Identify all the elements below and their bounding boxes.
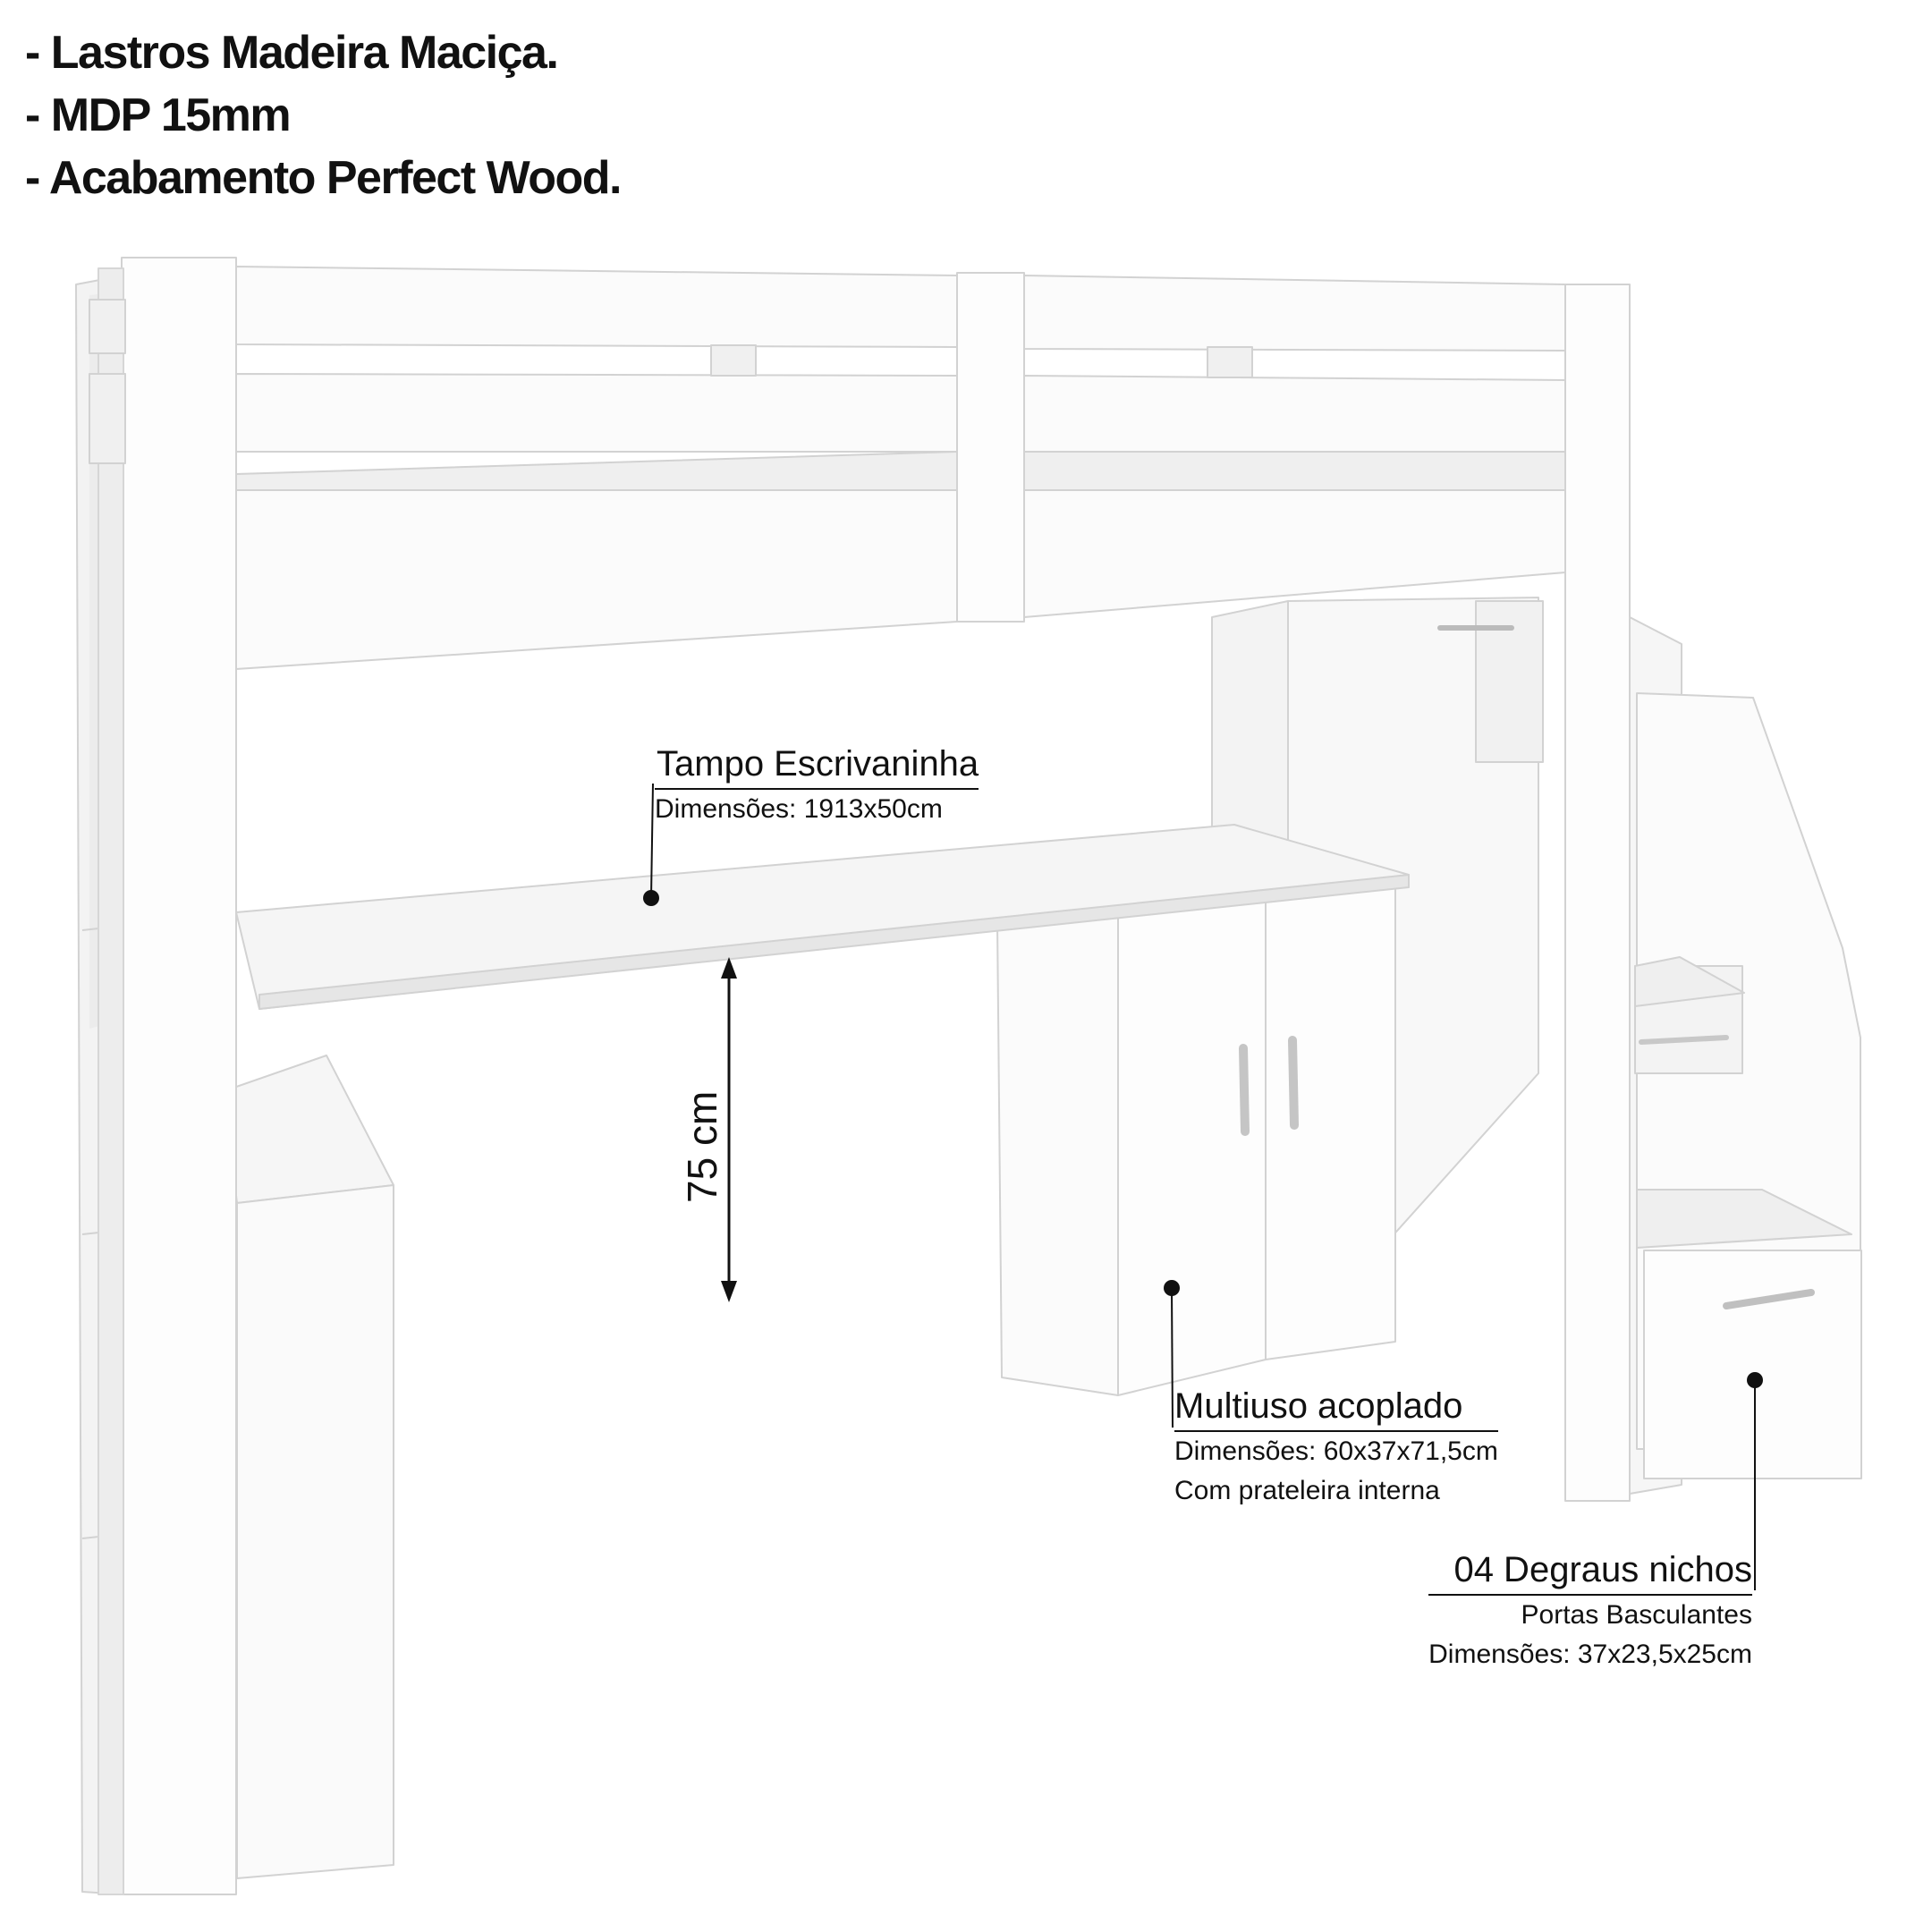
left-post	[121, 257, 237, 1895]
multiuso-callout-title: Multiuso acoplado	[1174, 1386, 1498, 1432]
multiuso-leader-line	[1171, 1287, 1174, 1428]
height-dimension-arrow	[721, 957, 737, 1302]
steps-callout: 04 Degraus nichos Portas Basculantes Dim…	[1428, 1550, 1752, 1674]
steps-callout-dot	[1747, 1372, 1763, 1388]
desk-callout: Tampo Escrivaninha Dimensões: 1913x50cm	[655, 744, 979, 829]
feature-list: - Lastros Madeira Maciça. - MDP 15mm - A…	[25, 21, 623, 209]
multiuso-callout: Multiuso acoplado Dimensões: 60x37x71,5c…	[1174, 1386, 1498, 1511]
desk-leader-line	[650, 783, 654, 899]
feature-item: - Lastros Madeira Maciça.	[25, 27, 559, 79]
step-drawer	[1643, 1250, 1862, 1479]
bed-frame-rail	[235, 489, 958, 670]
steps-callout-line: Dimensões: 37x23,5x25cm	[1428, 1640, 1752, 1669]
desk-height-label: 75 cm	[679, 1090, 725, 1203]
steps-callout-title: 04 Degraus nichos	[1428, 1550, 1752, 1596]
stair-steps	[1634, 956, 1862, 1479]
left-desk-support	[223, 1055, 394, 1879]
multiuso-callout-line: Dimensões: 60x37x71,5cm	[1174, 1436, 1498, 1466]
guard-rail	[235, 266, 1566, 491]
multiuso-callout-line: Com prateleira interna	[1174, 1476, 1440, 1505]
desk-callout-title: Tampo Escrivaninha	[655, 744, 979, 790]
desk-top	[235, 824, 1410, 1010]
feature-item: - Acabamento Perfect Wood.	[25, 152, 623, 204]
center-post	[956, 272, 1025, 623]
steps-callout-line: Portas Basculantes	[1521, 1600, 1752, 1630]
desk-callout-dot	[643, 890, 659, 906]
multiuso-cabinet	[996, 885, 1396, 1396]
desk-callout-line: Dimensões: 1913x50cm	[655, 794, 943, 824]
feature-item: - MDP 15mm	[25, 89, 292, 141]
right-post	[1564, 284, 1631, 1502]
multiuso-callout-dot	[1164, 1280, 1180, 1296]
